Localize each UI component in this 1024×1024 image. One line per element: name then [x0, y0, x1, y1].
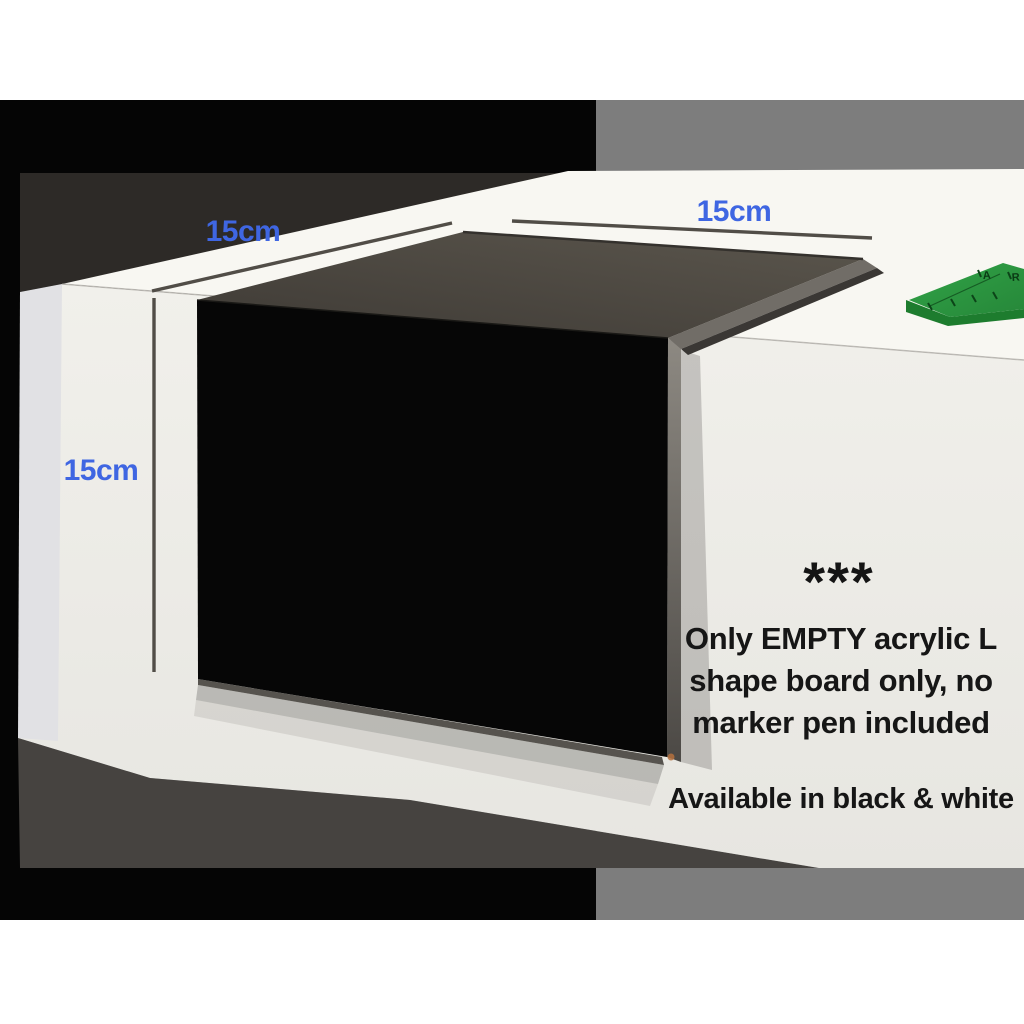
board-fold-edge [196, 299, 669, 339]
width-label-left: 15cm [205, 215, 281, 248]
availability-note: Available in black & white [668, 783, 1014, 815]
ruler-tick-marks [927, 269, 1012, 311]
board-cast-shadow-bottom [196, 685, 664, 784]
product-note: Only EMPTY acrylic L shape board only, n… [655, 618, 1024, 744]
board-plate-back-edge [462, 230, 864, 261]
board-bottom-bevel [198, 679, 664, 765]
dimension-line-top-right [511, 219, 873, 240]
board-plate-right-bevel [668, 259, 877, 349]
board-cast-shadow-right [681, 350, 712, 770]
product-note-line-3: marker pen included [692, 705, 990, 740]
board-corner-glint [667, 753, 675, 761]
board-top-plate [197, 232, 863, 338]
board-leg-right-bevel [667, 338, 681, 762]
width-label-right: 15cm [696, 195, 772, 228]
board-plate-bevel-shadow-line [681, 268, 884, 355]
ruler-letter-a: A [982, 269, 991, 282]
under-table-shadow [18, 738, 819, 868]
ruler-edge-face [906, 300, 1024, 326]
table-left-face [18, 284, 62, 741]
height-label-left: 15cm [63, 454, 139, 487]
product-note-line-1: Only EMPTY acrylic L [684, 621, 998, 656]
board-front-face [197, 300, 668, 757]
dimension-lines [151, 219, 873, 672]
ruler-letter-r: R [1011, 271, 1020, 284]
board-cast-shadow-bottom-soft [194, 700, 658, 806]
dimension-line-top-left [151, 221, 453, 293]
product-note-line-2: shape board only, no [689, 663, 993, 698]
stars-divider: *** [803, 550, 875, 613]
